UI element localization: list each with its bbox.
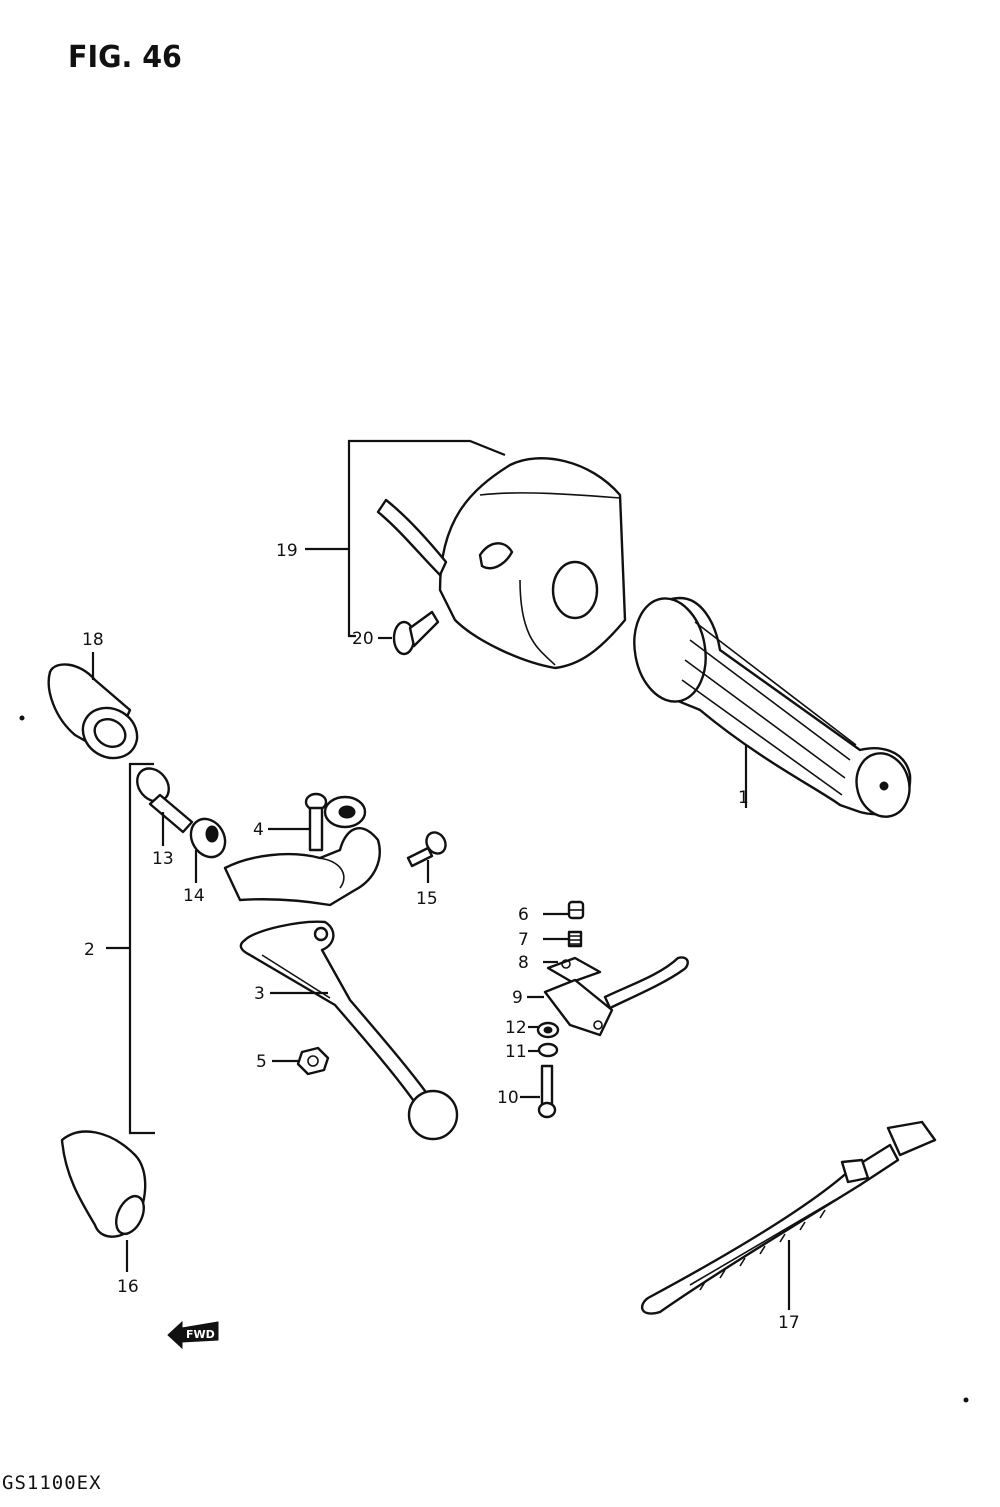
callout-label-5: 5 [256,1052,267,1072]
callout-label-17: 17 [778,1313,800,1333]
forward-marker-label: FWD [186,1328,215,1341]
callout-bracket-2 [128,762,155,1135]
forward-arrow-marker: FWD [167,1320,219,1350]
bolt-4-part [304,792,328,852]
spacer-14-part [189,817,227,859]
handlebar-grip-part [633,596,912,818]
screw-10-part [537,1064,557,1119]
strap-17-part [640,1120,937,1315]
switch-body-9-part [543,956,689,1037]
callout-label-12: 12 [505,1018,527,1038]
callout-label-19: 19 [276,541,298,561]
callout-label-3: 3 [254,984,265,1004]
callout-label-8: 8 [518,953,529,973]
clutch-lever-part [239,920,459,1141]
callout-label-1: 1 [738,788,749,808]
figure-title: FIG. 46 [68,40,182,75]
callout-label-14: 14 [183,886,205,906]
callout-label-13: 13 [152,849,174,869]
callout-label-20: 20 [352,629,374,649]
washer-12-part [536,1021,560,1039]
scan-dot [19,715,25,721]
lever-boot-16-part [60,1130,147,1238]
callout-label-9: 9 [512,988,523,1008]
screw-15-part [406,831,447,868]
callout-label-15: 15 [416,889,438,909]
callout-label-11: 11 [505,1042,527,1062]
callout-label-2: 2 [84,940,95,960]
callout-bracket-19 [347,439,506,638]
screw-20-part [392,610,440,656]
spring-7-part [567,930,583,948]
switch-6-part [567,900,585,920]
scan-dot [963,1397,969,1403]
bolt-13-part [136,767,194,834]
lever-holder-part [223,795,381,907]
callout-label-10: 10 [497,1088,519,1108]
callout-label-18: 18 [82,630,104,650]
callout-label-6: 6 [518,905,529,925]
nut-5-part [296,1046,330,1076]
cap-18-part [47,663,139,760]
switch-housing-part [376,457,627,670]
callout-label-7: 7 [518,930,529,950]
switch-plate-8-part [546,956,602,984]
callout-label-4: 4 [253,820,264,840]
model-code: GS1100EX [2,1472,102,1494]
callout-label-16: 16 [117,1277,139,1297]
washer-11-part [537,1042,559,1058]
